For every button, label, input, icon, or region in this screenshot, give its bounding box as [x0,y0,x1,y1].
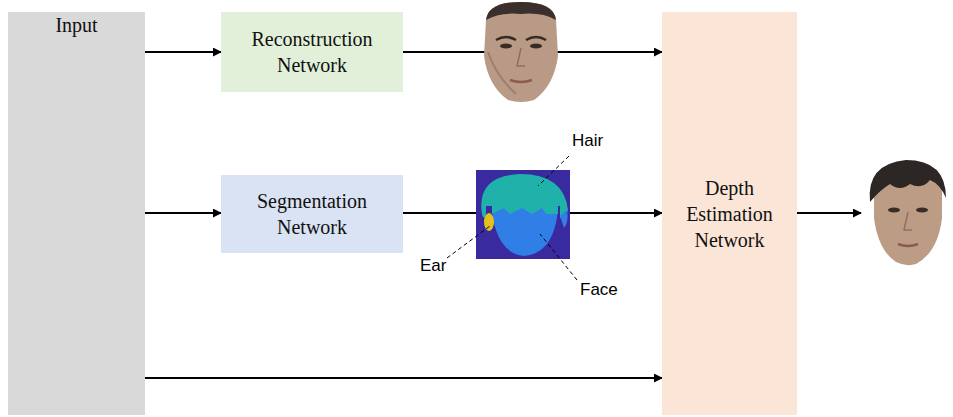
part-label: Hair [572,131,603,151]
flow-arrow [145,377,662,379]
flow-arrow [145,51,221,53]
node-label: Input [55,12,97,38]
node-label: Segmentation Network [229,188,395,240]
part-label: Face [580,280,618,300]
segmentation-map [476,170,570,259]
part-label: Ear [420,256,446,276]
node-label: Depth Estimation Network [670,175,789,253]
reconstructed-face [476,0,566,104]
output-arrow [797,212,861,214]
output-face [866,158,948,268]
process-panel: Depth Estimation Network [662,12,797,415]
flow-arrow [145,212,221,214]
process-box: Reconstruction Network [221,12,403,92]
process-box: Segmentation Network [221,175,403,253]
input-panel: Input [8,12,145,415]
node-label: Reconstruction Network [229,26,395,78]
